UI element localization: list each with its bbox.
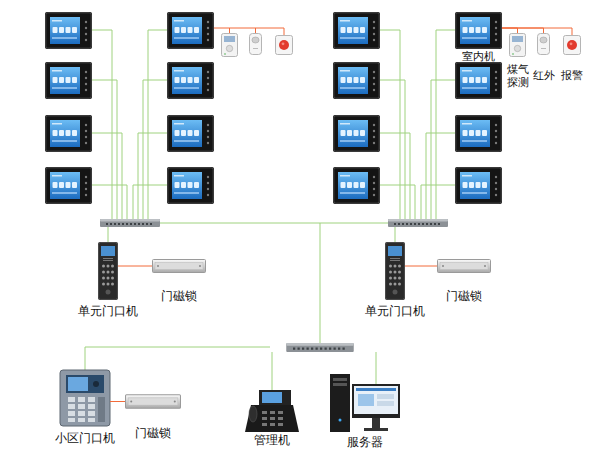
signal-wire bbox=[405, 266, 437, 267]
device-label: 管理机 bbox=[237, 434, 307, 447]
device-label: 单元门口机 bbox=[63, 305, 153, 318]
management-console bbox=[245, 390, 299, 432]
device-node: 报警 bbox=[563, 35, 581, 55]
signal-wire bbox=[502, 28, 518, 33]
device-node: 小区门口机 bbox=[60, 370, 110, 426]
device-label: 门磁锁 bbox=[144, 290, 214, 303]
device-label: 煤气 探测 bbox=[505, 63, 531, 89]
gate-station bbox=[60, 370, 110, 426]
device-node: 门磁锁 bbox=[437, 259, 491, 273]
device-label: 门磁锁 bbox=[429, 290, 499, 303]
device-node: 室内机 bbox=[455, 12, 502, 49]
device-node: 管理机 bbox=[245, 390, 299, 432]
device-label: 服务器 bbox=[330, 436, 400, 449]
network-switches bbox=[100, 219, 448, 352]
network-wires bbox=[85, 30, 455, 390]
device-node: 单元门口机 bbox=[385, 242, 405, 300]
signal-wire bbox=[110, 401, 125, 402]
device-label: 红外 bbox=[529, 69, 559, 82]
signal-wire bbox=[118, 266, 152, 267]
signal-wire bbox=[502, 28, 572, 35]
device-node: 红外 bbox=[537, 33, 550, 55]
device-label: 报警 bbox=[557, 69, 587, 82]
device-label: 小区门口机 bbox=[40, 432, 130, 445]
device-node: 门磁锁 bbox=[125, 394, 181, 409]
server-computer bbox=[330, 374, 400, 432]
sensors bbox=[222, 34, 581, 57]
indoor-monitors bbox=[45, 12, 502, 204]
device-node: 服务器 bbox=[330, 374, 400, 432]
signal-wire bbox=[502, 28, 544, 33]
device-label: 门磁锁 bbox=[118, 427, 188, 440]
device-label: 室内机 bbox=[449, 50, 509, 63]
device-label: 单元门口机 bbox=[350, 305, 440, 318]
device-node: 煤气 探测 bbox=[509, 33, 526, 57]
device-node: 门磁锁 bbox=[152, 259, 206, 273]
door-stations bbox=[98, 242, 491, 408]
device-node: 单元门口机 bbox=[98, 242, 118, 300]
